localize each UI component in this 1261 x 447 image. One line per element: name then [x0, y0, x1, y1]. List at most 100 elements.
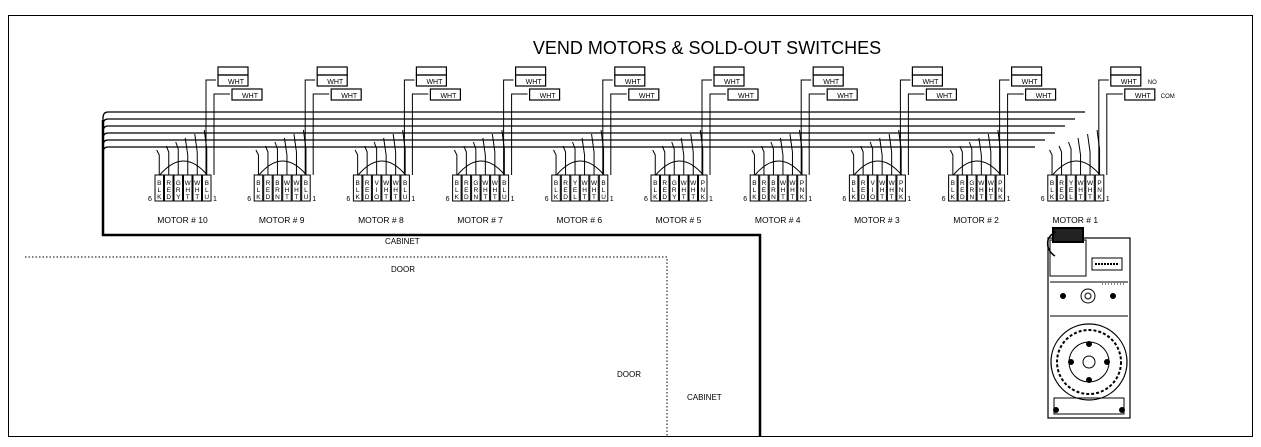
jumper-wire — [1052, 160, 1101, 176]
lead-wire — [1068, 141, 1072, 175]
switch-lead — [511, 93, 528, 175]
jumper-wire — [357, 160, 407, 176]
pin-1-label: 1 — [610, 196, 614, 203]
lead-wire — [491, 133, 496, 175]
lead-wire — [1087, 133, 1091, 175]
bus-wire-drop — [102, 139, 109, 162]
bus-wire-drop — [102, 111, 109, 150]
lead-wire — [264, 145, 269, 175]
lead-wire — [184, 137, 189, 175]
door-outline — [25, 256, 668, 436]
switch-body — [812, 66, 844, 76]
switch-wire-label: WHT — [327, 79, 344, 86]
switch-body — [614, 66, 646, 76]
lead-wire — [482, 137, 486, 175]
lead-wire — [888, 133, 893, 175]
pin-6-label: 6 — [247, 196, 251, 203]
switch-wire-label: WHT — [526, 79, 543, 86]
lead-wire — [453, 149, 458, 175]
motor-label: MOTOR # 10 — [157, 215, 208, 225]
lead-wire — [760, 145, 765, 175]
switch-wire-label: WHT — [1022, 79, 1039, 86]
lead-wire — [850, 149, 855, 175]
motor-label: MOTOR # 5 — [656, 215, 702, 225]
switch-body — [415, 66, 447, 76]
lead-wire — [690, 133, 694, 175]
pin-1-label: 1 — [808, 196, 812, 203]
switch-wire-label: WHT — [1121, 79, 1138, 86]
motor-label: MOTOR # 1 — [1052, 215, 1098, 225]
lead-wire — [699, 129, 704, 175]
diagram-title: VEND MOTORS & SOLD-OUT SWITCHES — [533, 38, 881, 58]
lead-wire — [392, 133, 397, 175]
lead-wire — [879, 137, 883, 175]
lead-wire — [798, 129, 803, 175]
pin-1-label: 1 — [709, 196, 713, 203]
lead-wire — [949, 149, 954, 175]
jumper-wire — [655, 160, 704, 176]
motor-label: MOTOR # 7 — [457, 215, 503, 225]
vend-motor-illustration — [1046, 227, 1131, 419]
lead-wire — [255, 149, 259, 175]
switch-body — [316, 66, 348, 76]
switch-lead — [907, 93, 925, 175]
switch-terminal — [528, 88, 561, 101]
jumper-wire — [556, 160, 605, 176]
lead-wire — [156, 149, 160, 175]
switch-com-label: COM — [1161, 94, 1175, 100]
lead-wire — [175, 141, 179, 175]
switch-body — [217, 66, 249, 76]
switch-terminal — [826, 88, 858, 101]
lead-wire — [203, 129, 208, 175]
switch-lead — [899, 79, 911, 175]
lead-wire — [373, 141, 378, 175]
lead-wire — [751, 149, 755, 175]
lead-wire — [572, 141, 576, 175]
switch-wire-label: WHT — [639, 93, 656, 100]
switch-wire-label: WHT — [341, 93, 358, 100]
pin-6-label: 6 — [446, 196, 450, 203]
motor-label: MOTOR # 9 — [259, 215, 305, 225]
bus-wire-drop — [102, 146, 109, 165]
lead-wire — [680, 137, 685, 175]
switch-lead — [999, 79, 1010, 175]
diagram-frame — [8, 15, 1253, 437]
lead-wire — [553, 149, 557, 175]
switch-body — [1010, 66, 1043, 76]
switch-terminal — [925, 88, 958, 101]
jumper-wire — [456, 160, 506, 176]
switch-lead — [1007, 93, 1024, 175]
switch-lead — [503, 79, 514, 175]
lead-wire — [661, 145, 666, 175]
switch-wire-label: WHT — [426, 79, 443, 86]
switch-wire-label: WHT — [738, 93, 755, 100]
